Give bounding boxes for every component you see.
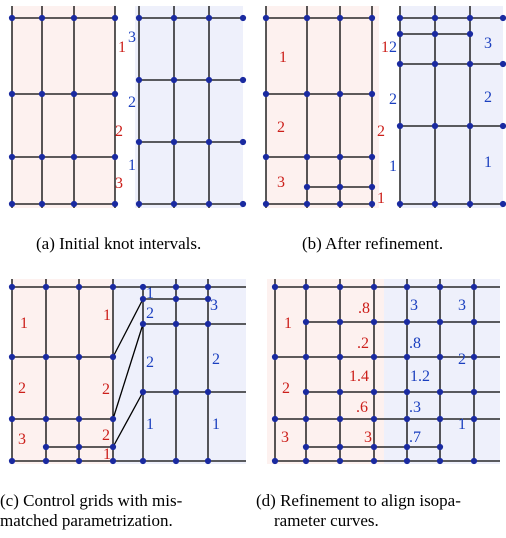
control-points: [262, 14, 506, 208]
blue-knot-labels: 2 2 1 3 2 1: [389, 35, 492, 175]
knot-label: 1: [20, 315, 28, 332]
knot-label: 2: [389, 91, 397, 108]
right-patch-bg: [400, 6, 503, 208]
knot-label: 3: [410, 297, 418, 314]
knot-label: .2: [357, 335, 369, 352]
left-patch-bg: [12, 6, 115, 208]
red-knot-labels: 1 2 3: [115, 39, 126, 192]
red-knot-labels: 1 2 3 .8 .2 1.4 .6 3: [281, 300, 372, 446]
right-grid: [399, 6, 503, 208]
knot-label: .7: [409, 429, 421, 446]
caption-a: (a) Initial knot intervals.: [36, 234, 202, 253]
knot-label: 1: [381, 39, 389, 56]
knot-label: 1: [128, 157, 136, 174]
knot-label: 2: [102, 427, 110, 444]
left-grid: [11, 6, 116, 208]
knot-label: 3: [115, 175, 123, 192]
knot-label: 1: [284, 315, 292, 332]
knot-label: 3: [18, 431, 26, 448]
knot-label: 2: [484, 89, 492, 106]
knot-label: 3: [484, 35, 492, 52]
knot-label: 1: [103, 307, 111, 324]
caption-c-line2: matched parametrization.: [0, 511, 173, 530]
left-patch-bg: [266, 6, 379, 208]
knot-label: 2: [115, 123, 123, 140]
knot-label: 3: [210, 297, 218, 314]
knot-label: 1: [146, 285, 154, 302]
knot-label: 1.4: [349, 368, 369, 385]
knot-label: .3: [409, 399, 421, 416]
right-grid: [138, 6, 243, 208]
left-patch-bg: [12, 279, 113, 464]
caption-d-line1: (d) Refinement to align isopa-: [256, 491, 461, 510]
knot-label: 2: [146, 305, 154, 322]
knot-label: 2: [282, 380, 290, 397]
knot-label: 2: [102, 381, 110, 398]
knot-label: .8: [409, 335, 421, 352]
blue-knot-labels: 1 2 2 1 3 2 1: [146, 285, 220, 433]
right-grid: [112, 279, 246, 464]
caption-b: (b) After refinement.: [302, 234, 444, 253]
blue-knot-labels: 3 .8 1.2 .3 .7 3 2 1: [409, 297, 466, 446]
knot-label: 1.2: [410, 368, 430, 385]
knot-label: 1: [118, 39, 126, 56]
knot-label: 3: [128, 29, 136, 46]
right-patch-bg: [113, 279, 246, 464]
red-knot-labels: 1 2 3 1 2 1: [277, 39, 389, 207]
knot-label: 3: [458, 297, 466, 314]
knot-label: 1: [212, 416, 220, 433]
left-grid: [265, 6, 373, 208]
knot-label: 1: [377, 190, 385, 207]
blue-knot-labels: 3 2 1: [128, 29, 136, 174]
knot-label: 2: [18, 380, 26, 397]
control-points: [271, 283, 478, 465]
panel-c: 1 2 3 1 2 2 1 1 2 2 1 3 2 1: [8, 279, 246, 465]
knot-label: 3: [277, 174, 285, 191]
knot-label: 1: [146, 416, 154, 433]
knot-label: 2: [128, 94, 136, 111]
panel-a: 1 2 3 3 2 1: [8, 6, 247, 208]
left-patch-bg: [267, 279, 384, 464]
knot-label: 2: [277, 119, 285, 136]
knot-label: .8: [358, 300, 370, 317]
caption-c-line1: (c) Control grids with mis-: [0, 491, 183, 510]
control-points: [8, 14, 247, 208]
control-points: [8, 283, 212, 465]
caption-d-line2: rameter curves.: [274, 511, 379, 530]
knot-label: 3: [281, 429, 289, 446]
knot-label: 2: [458, 351, 466, 368]
panel-b: 1 2 3 1 2 1 2 2 1 3 2 1: [262, 6, 506, 208]
knot-label: 1: [279, 49, 287, 66]
knot-label: 2: [389, 39, 397, 56]
panel-d: 1 2 3 .8 .2 1.4 .6 3 3 .8 1.2 .3 .7 3 2 …: [267, 279, 500, 465]
right-patch-bg: [384, 279, 500, 464]
red-knot-labels: 1 2 3 1 2 2 1: [18, 307, 111, 463]
knot-label: 2: [212, 351, 220, 368]
knot-label: 2: [377, 123, 385, 140]
knot-label: 1: [458, 416, 466, 433]
knot-label: 3: [364, 429, 372, 446]
left-grid: [11, 279, 114, 464]
knot-label: 1: [484, 154, 492, 171]
knot-label: 1: [389, 158, 397, 175]
knot-label: 1: [103, 446, 111, 463]
knot-label: .6: [356, 399, 368, 416]
grid: [274, 279, 500, 464]
knot-label: 2: [146, 354, 154, 371]
right-patch-bg: [135, 6, 243, 208]
